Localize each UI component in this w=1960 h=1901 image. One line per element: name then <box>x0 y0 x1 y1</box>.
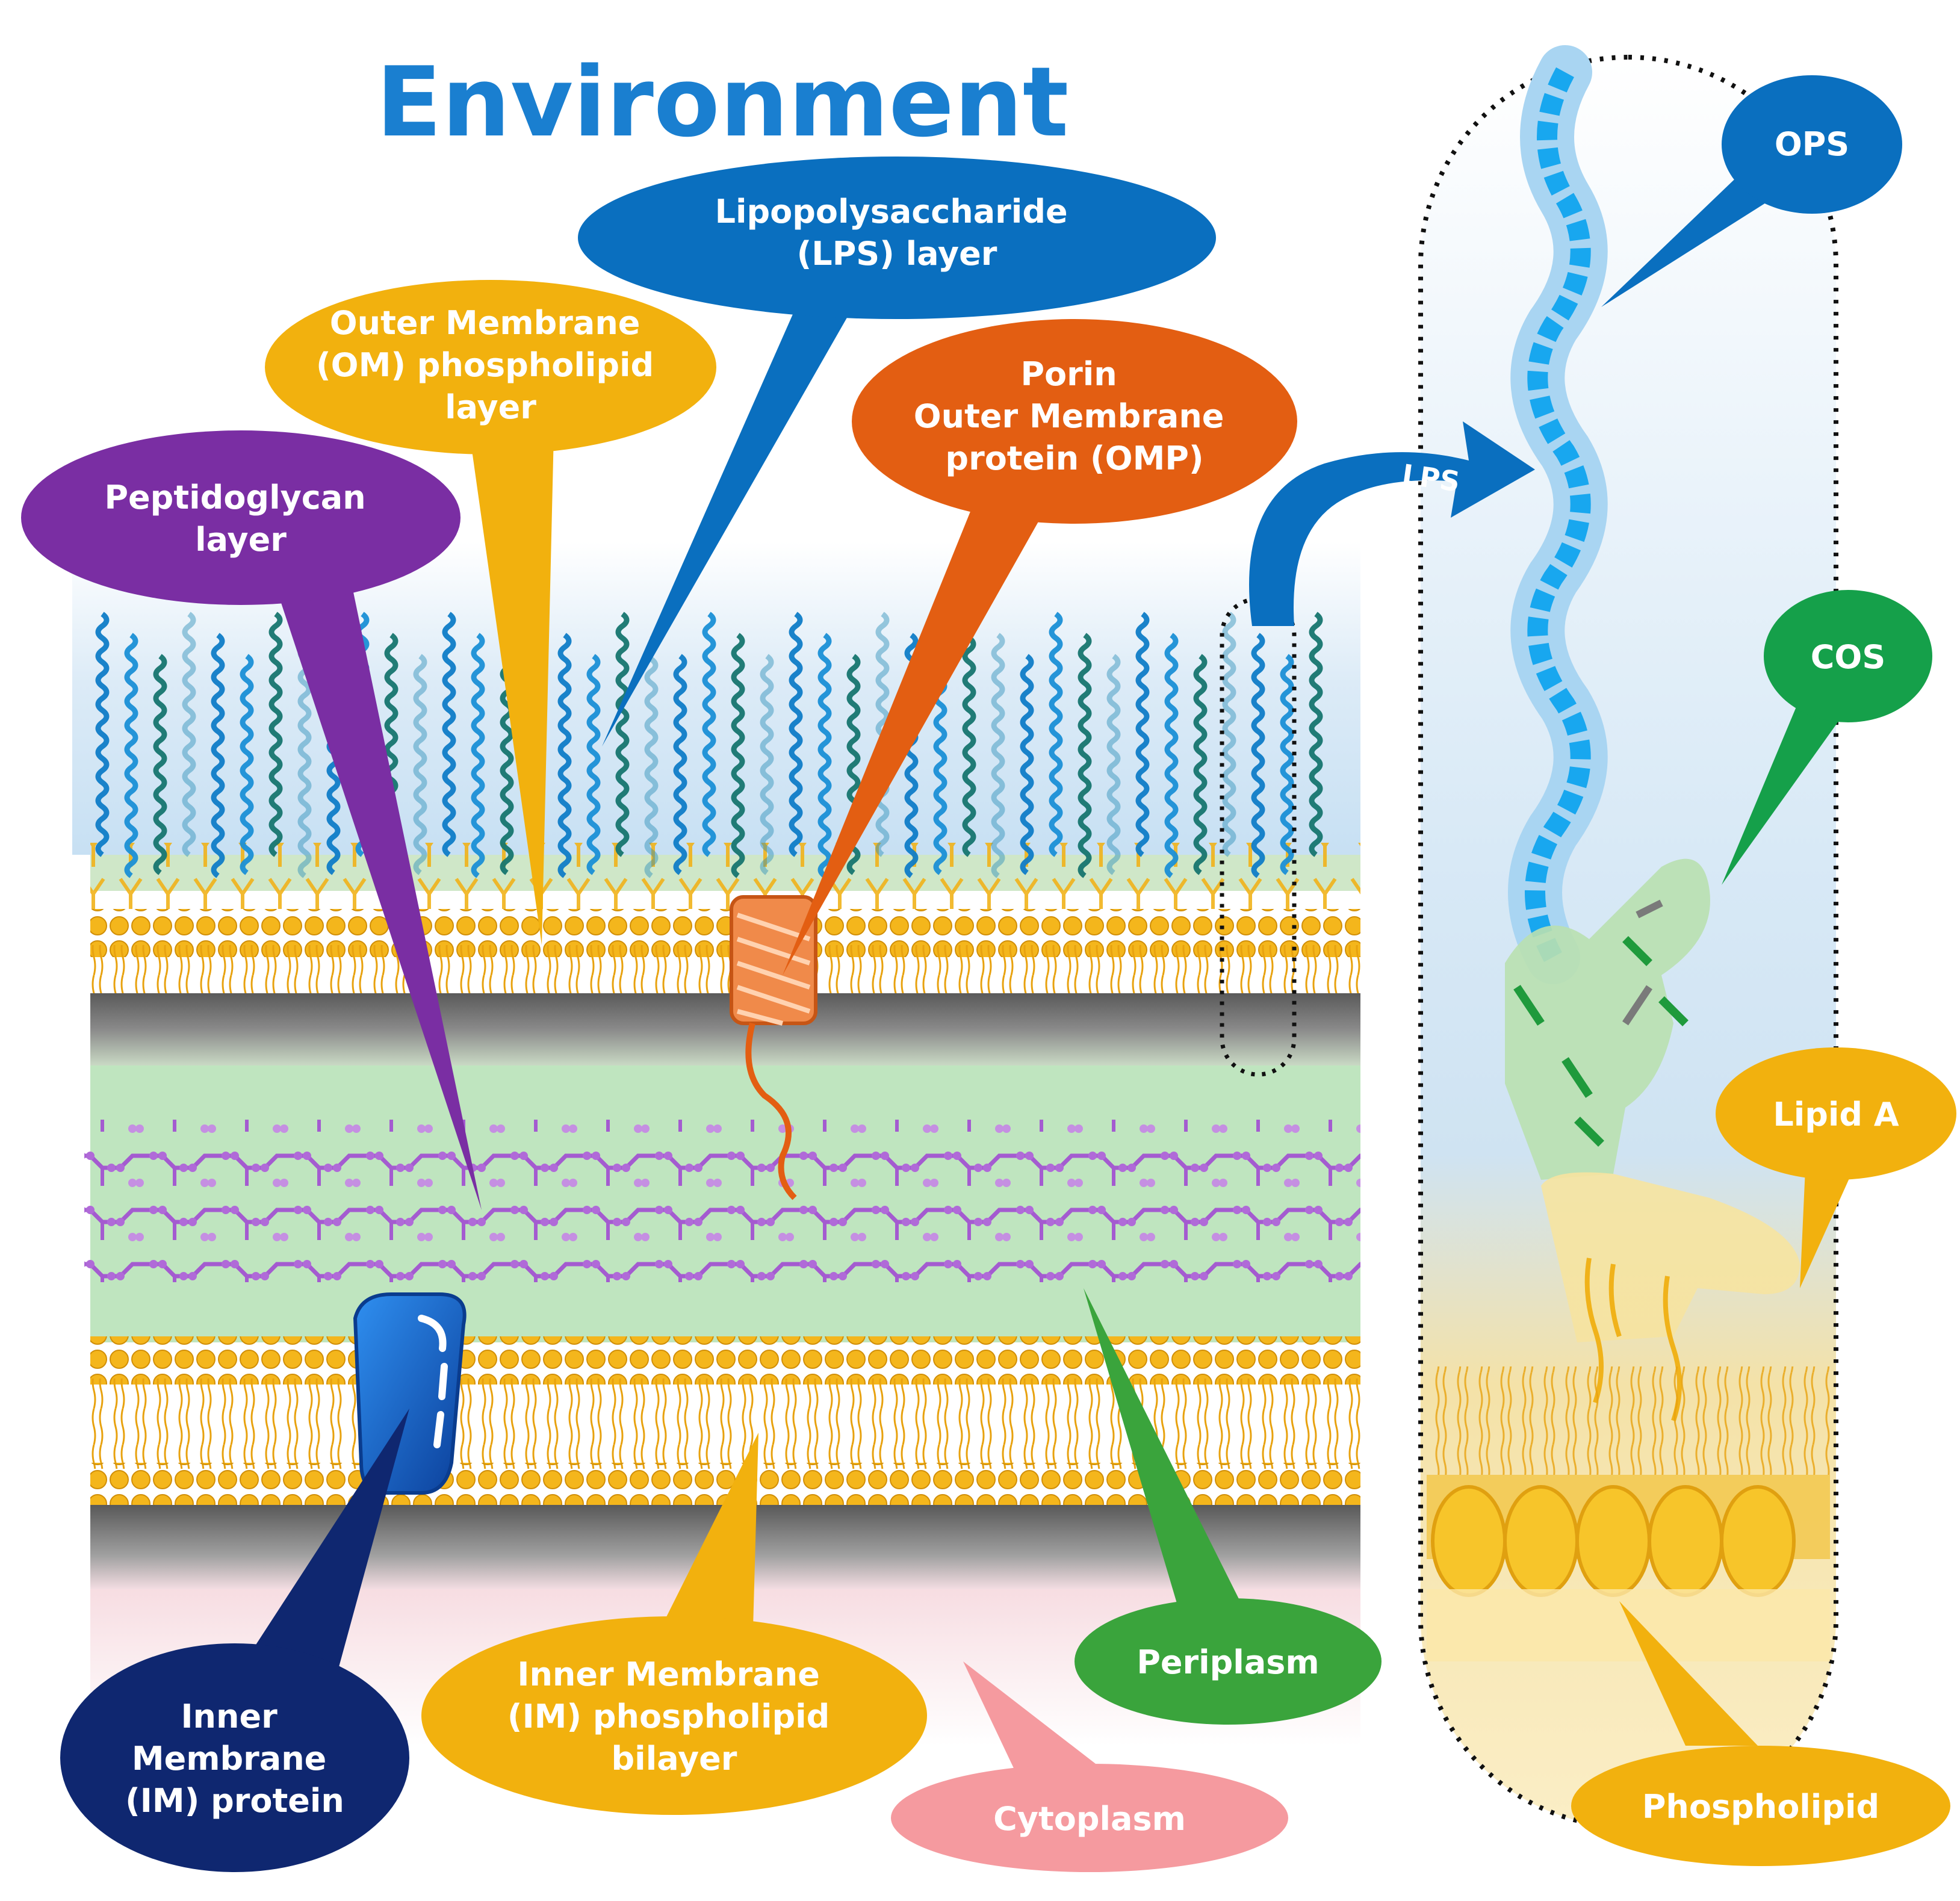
svg-text:Outer Membrane (OM) phos: Outer Membrane (OM) phospholipid layer <box>316 304 665 426</box>
callout-porin: Porin Outer Membrane protein (OMP) <box>783 319 1297 975</box>
lps-chain <box>644 633 659 878</box>
om-layer-line2: (OM) phospholipid <box>316 346 654 384</box>
lps-chain <box>1049 612 1063 857</box>
callout-cos: COS <box>1722 590 1932 885</box>
om-y-heads <box>90 843 1360 909</box>
svg-text:Lipopolysaccharide (LPS): Lipopolysaccharide (LPS) layer <box>715 193 1079 273</box>
cytoplasm-label: Cytoplasm <box>993 1800 1186 1838</box>
lps-chain <box>1309 612 1323 857</box>
om-layer-line1: Outer Membrane <box>330 304 640 342</box>
phospholipid-label: Phospholipid <box>1642 1788 1879 1826</box>
lps-chain <box>817 633 832 878</box>
lps-arrow-label: LPS <box>1400 458 1462 498</box>
callout-cytoplasm: Cytoplasm <box>891 1661 1288 1872</box>
porin-line3: protein (OMP) <box>945 439 1203 477</box>
lps-chain <box>1106 654 1121 875</box>
peptidoglycan-line1: Peptidoglycan <box>104 479 365 516</box>
callout-lipid-a: Lipid A <box>1716 1047 1956 1288</box>
porin-barrel <box>730 895 817 1200</box>
lps-chain <box>557 633 572 878</box>
lps-chain <box>182 612 196 857</box>
lps-chain <box>962 612 976 857</box>
lipid-a-label: Lipid A <box>1773 1096 1899 1133</box>
lipid-a-region <box>1541 1172 1800 1342</box>
lps-chain <box>240 654 254 875</box>
ops-label: OPS <box>1775 125 1849 163</box>
lps-chain <box>268 612 283 857</box>
lps-chain <box>1280 654 1294 875</box>
lps-chain <box>95 612 110 857</box>
peptidoglycan-line2: layer <box>195 521 287 559</box>
lps-chain <box>1222 612 1236 857</box>
svg-text:Inner Membrane (IM: Inner Membrane (IM) protein <box>125 1698 344 1820</box>
callout-lps-layer: Lipopolysaccharide (LPS) layer <box>578 157 1216 746</box>
ops-chain <box>1525 67 1591 963</box>
lps-chain <box>471 633 485 878</box>
lps-chain <box>442 612 456 857</box>
im-protein-line1: Inner <box>181 1698 278 1735</box>
im-protein-line3: (IM) protein <box>125 1782 344 1820</box>
phospholipid-leaflet <box>1427 1366 1830 1661</box>
porin-line1: Porin <box>1020 355 1117 393</box>
svg-text:Peptidoglycan layer: Peptidoglycan layer <box>104 479 377 559</box>
im-bilayer-line1: Inner Membrane <box>517 1655 819 1693</box>
callout-phospholipid: Phospholipid <box>1571 1601 1950 1866</box>
lps-chain <box>297 633 312 878</box>
lps-chain <box>760 654 774 875</box>
lps-chain <box>413 654 427 875</box>
svg-text:Porin Outer Membrane: Porin Outer Membrane protein (OMP) <box>914 355 1235 477</box>
svg-text:Inner Membrane (IM) phos: Inner Membrane (IM) phospholipid bilayer <box>507 1655 841 1778</box>
callout-ops: OPS <box>1601 75 1902 307</box>
lps-chain <box>789 612 803 857</box>
lps-chain <box>673 654 687 875</box>
lps-layer-line1: Lipopolysaccharide <box>715 193 1068 231</box>
porin-line2: Outer Membrane <box>914 397 1224 435</box>
om-inner-band <box>90 993 1360 1065</box>
lps-chain <box>702 612 716 857</box>
lps-chain <box>1164 633 1179 878</box>
om-layer-line3: layer <box>445 388 536 426</box>
callout-om-layer: Outer Membrane (OM) phospholipid layer <box>265 280 716 945</box>
peptidoglycan-mesh <box>84 1120 1360 1282</box>
lps-chain <box>1193 654 1208 875</box>
im-protein-shape <box>353 1292 467 1495</box>
om-tails <box>90 945 1360 999</box>
lps-chain <box>1251 633 1265 878</box>
callout-im-bilayer: Inner Membrane (IM) phospholipid bilayer <box>421 1433 927 1815</box>
im-heads-top <box>90 1336 1360 1385</box>
lps-chain <box>1078 633 1092 878</box>
lps-chain <box>153 654 167 875</box>
im-bilayer-line3: bilayer <box>612 1740 737 1778</box>
page-title: Environment <box>376 46 1069 158</box>
im-tails <box>90 1378 1360 1469</box>
lps-chain <box>211 633 225 878</box>
callout-im-protein: Inner Membrane (IM) protein <box>60 1409 409 1872</box>
periplasm-label: Periplasm <box>1137 1643 1319 1681</box>
lps-chain <box>586 654 601 875</box>
lps-chain <box>124 633 138 878</box>
callout-peptidoglycan: Peptidoglycan layer <box>21 430 482 1210</box>
lps-chain <box>991 633 1005 878</box>
im-bilayer-line2: (IM) phospholipid <box>507 1698 830 1735</box>
lps-chain <box>1020 654 1034 875</box>
im-protein-line2: Membrane <box>132 1740 326 1778</box>
lps-layer-line2: (LPS) layer <box>797 235 997 273</box>
lps-zoom-capsule <box>1418 45 1838 1829</box>
lps-chain <box>615 612 630 857</box>
lps-arrow: LPS <box>1249 421 1535 626</box>
lps-chain <box>1135 612 1150 857</box>
lps-chain <box>731 633 745 878</box>
cos-region <box>1505 858 1710 1180</box>
callout-periplasm: Periplasm <box>1075 1288 1382 1725</box>
cos-label: COS <box>1811 638 1885 676</box>
